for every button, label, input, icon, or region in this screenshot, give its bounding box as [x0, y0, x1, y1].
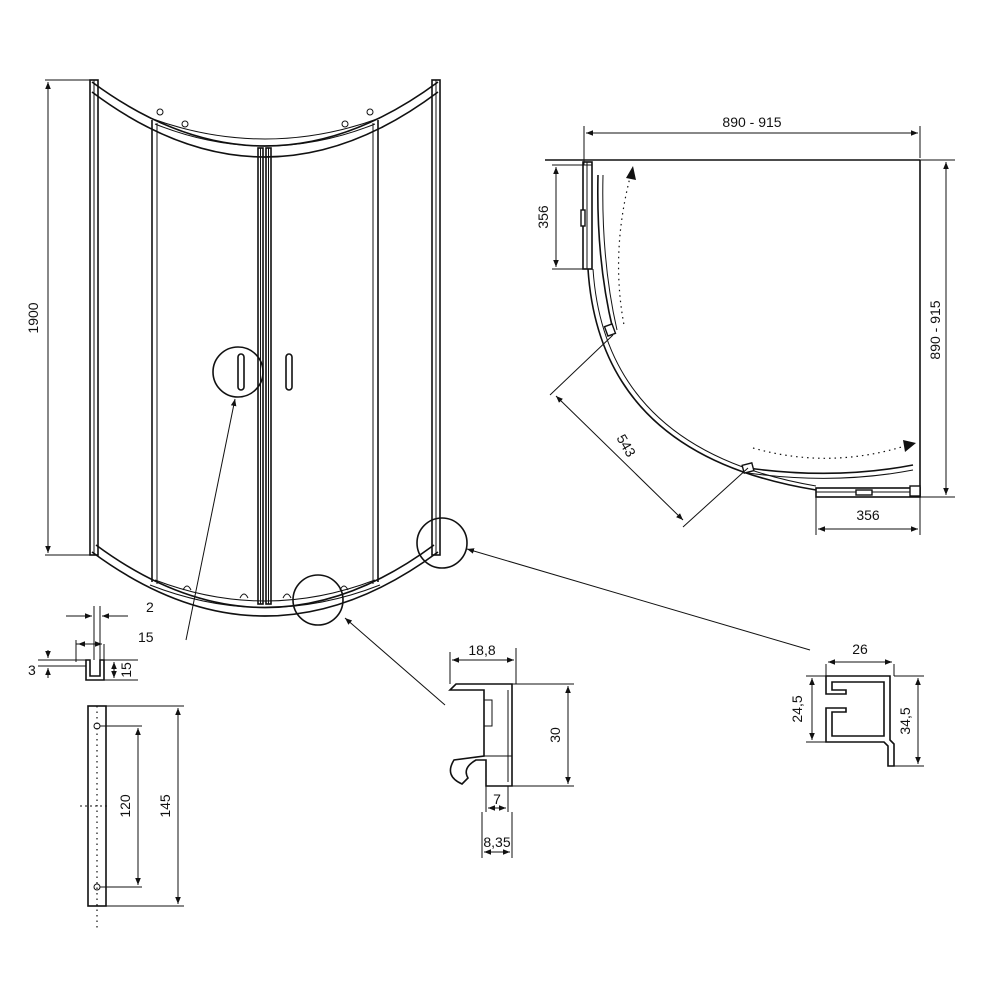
bottom-rail	[91, 544, 439, 617]
profile-dim-8-35: 8,35	[483, 834, 510, 850]
handle-detail: 2 15 3 15 120 145	[28, 599, 184, 928]
wall-dim-26: 26	[852, 641, 868, 657]
top-rail	[91, 81, 439, 158]
handle-dim-145: 145	[157, 794, 173, 818]
top-depth-label: 890 - 915	[927, 300, 943, 359]
fixed-panel-edges	[151, 120, 379, 584]
left-wall-post	[89, 79, 99, 556]
top-side-left-label: 356	[535, 205, 551, 229]
handle-callout-circle	[212, 346, 264, 398]
wall-dim-34-5: 34,5	[897, 707, 913, 734]
handle-dim-120: 120	[117, 794, 133, 818]
handle-dim-3: 3	[28, 662, 36, 678]
front-view: 1900	[25, 79, 811, 706]
handle-dim-2: 2	[146, 599, 154, 615]
wall-dim-24-5: 24,5	[789, 695, 805, 722]
bottom-profile-detail: 18,8 30 7 8,35	[448, 642, 574, 858]
top-width-label: 890 - 915	[722, 114, 781, 130]
top-rollers	[156, 108, 374, 128]
door-handle-left	[237, 353, 245, 391]
handle-dim-15-side: 15	[118, 662, 134, 678]
wall-profile-callout-circle	[416, 517, 468, 569]
profile-dim-30: 30	[547, 727, 563, 743]
door-meeting-profiles	[257, 147, 272, 605]
profile-dim-7: 7	[493, 791, 501, 807]
height-label: 1900	[25, 302, 41, 333]
right-wall-post	[431, 79, 441, 556]
wall-profile-detail: 26 24,5 34,5	[789, 641, 924, 767]
handle-dim-15-top: 15	[138, 629, 154, 645]
door-handle-right	[285, 353, 293, 391]
height-dimension: 1900	[25, 79, 92, 556]
top-view: 890 - 915 890 - 915 356 356	[535, 114, 955, 535]
top-side-bottom-label: 356	[856, 507, 880, 523]
bottom-profile-callout-circle	[292, 574, 344, 626]
profile-dim-18-8: 18,8	[468, 642, 495, 658]
